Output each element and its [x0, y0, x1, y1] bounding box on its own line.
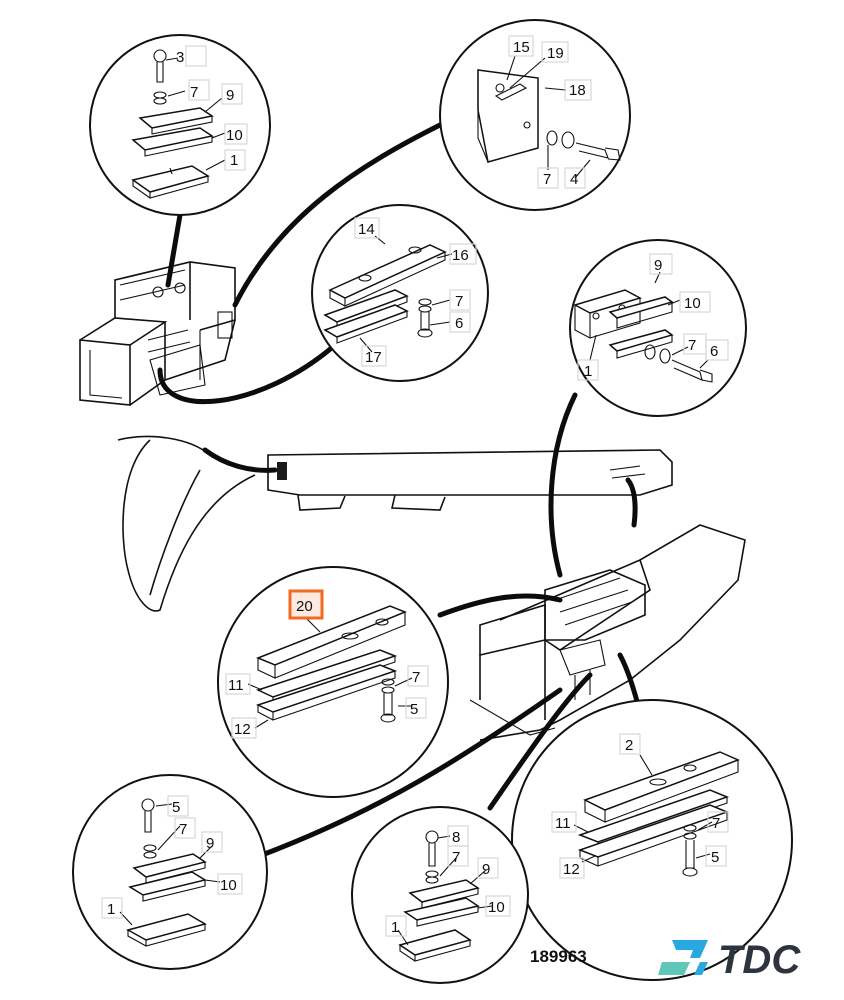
callout-tl-9: 9: [226, 87, 234, 104]
callout-bl-10: 10: [220, 877, 237, 894]
callout-tr-18: 18: [569, 82, 586, 99]
callout-tr-4: 4: [570, 171, 578, 188]
detail-circle-bottom-left: 5 7 9 10 1: [72, 774, 268, 970]
callout-tl-10: 10: [226, 127, 243, 144]
callout-br-12: 12: [563, 861, 580, 878]
callout-cm-16: 16: [452, 247, 469, 264]
callout-tl-1: 1: [230, 152, 238, 169]
detail-circle-bottom-center: 8 7 9 10 1: [351, 806, 529, 984]
detail-circle-top-left: 3 7 9 10 1: [89, 34, 271, 216]
detail-circle-bottom-right: 2 11 7 5 12: [511, 699, 793, 981]
callout-ml-20[interactable]: 20: [296, 598, 313, 615]
callout-bc-9: 9: [482, 861, 490, 878]
main-assembly: [79, 261, 746, 741]
callout-bl-1: 1: [107, 901, 115, 918]
callout-cm-6: 6: [455, 315, 463, 332]
callout-rm-6: 6: [710, 343, 718, 360]
callout-rm-1: 1: [584, 363, 592, 380]
detail-circle-center: 14 16 7 6 17: [311, 204, 489, 382]
detail-circle-middle-left: 20 11 7 5 12: [217, 566, 449, 798]
callout-20-highlight: [288, 589, 324, 620]
callout-rm-7: 7: [688, 337, 696, 354]
callout-tr-19: 19: [547, 45, 564, 62]
tdc-logo: TDC: [658, 938, 801, 982]
callout-bc-1: 1: [391, 919, 399, 936]
callout-ml-7: 7: [412, 669, 420, 686]
callout-cm-14: 14: [358, 221, 375, 238]
tdc-logo-text: TDC: [718, 938, 801, 982]
callout-tr-15: 15: [513, 39, 530, 56]
callout-rm-9: 9: [654, 257, 662, 274]
callout-bc-10: 10: [488, 899, 505, 916]
callout-bc-7: 7: [452, 849, 460, 866]
callout-br-5: 5: [711, 849, 719, 866]
callout-bl-7: 7: [179, 821, 187, 838]
callout-tr-7: 7: [543, 171, 551, 188]
callout-rm-10: 10: [684, 295, 701, 312]
leader-lines: [157, 122, 641, 858]
callout-bc-8: 8: [452, 829, 460, 846]
callout-bl-5: 5: [172, 799, 180, 816]
callout-ml-11: 11: [228, 677, 244, 694]
tdc-logo-mark-icon: [658, 940, 708, 975]
callout-ml-5: 5: [410, 701, 418, 718]
callout-ml-12: 12: [234, 721, 251, 738]
callout-bl-9: 9: [206, 835, 214, 852]
callout-cm-17: 17: [365, 349, 382, 366]
detail-circle-right-middle: 9 10 7 6 1: [569, 239, 747, 417]
callout-cm-7: 7: [455, 293, 463, 310]
drawing-number: 189963: [530, 947, 587, 966]
callout-br-2: 2: [625, 737, 633, 754]
callout-tl-3: 3: [176, 49, 184, 66]
callout-tl-7: 7: [190, 84, 198, 101]
callout-br-7: 7: [712, 815, 720, 832]
callout-br-11: 11: [555, 815, 571, 832]
detail-circle-top-right: 15 19 18 7 4: [439, 19, 631, 211]
